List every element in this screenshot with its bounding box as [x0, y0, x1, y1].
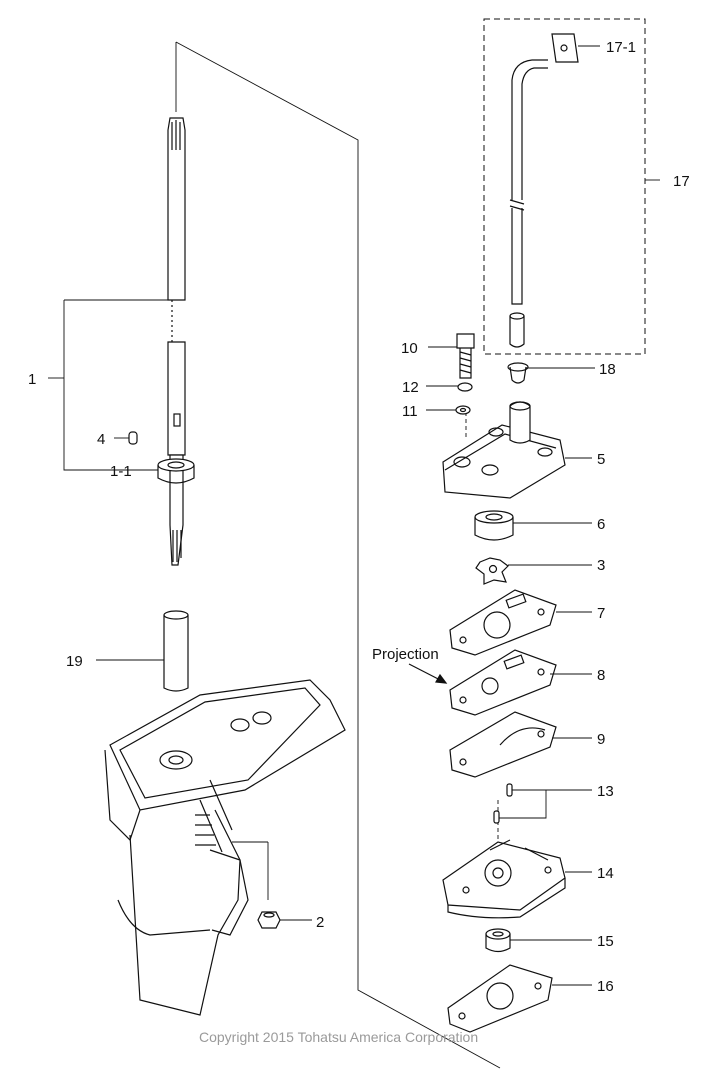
oil-seal — [485, 928, 511, 953]
callout-9: 9 — [597, 731, 606, 748]
callout-5: 5 — [597, 451, 606, 468]
callout-8: 8 — [597, 667, 606, 684]
callout-4: 4 — [97, 431, 106, 448]
gear-case-housing — [104, 679, 346, 1016]
projection-label: Projection — [372, 646, 439, 663]
tube-seal — [509, 312, 525, 348]
callout-6: 6 — [597, 516, 606, 533]
callout-1-1: 1-1 — [110, 463, 132, 480]
callout-15: 15 — [597, 933, 614, 950]
pump-plate — [449, 589, 557, 656]
pump-base — [442, 839, 566, 919]
copyright-footer: Copyright 2015 Tohatsu America Corporati… — [199, 1029, 479, 1045]
leader-lines — [48, 45, 660, 986]
callout-17-1: 17-1 — [606, 39, 637, 56]
collar-tube — [163, 610, 189, 692]
drain-nut — [257, 911, 281, 929]
spring-washer — [457, 382, 473, 392]
callout-3: 3 — [597, 557, 606, 574]
callout-13: 13 — [597, 783, 614, 800]
callout-1: 1 — [28, 371, 37, 388]
water-tube — [509, 59, 548, 305]
callout-16: 16 — [597, 978, 614, 995]
callout-19: 19 — [66, 653, 83, 670]
bushing — [507, 362, 529, 384]
pump-case — [442, 401, 566, 499]
dowel-pins — [493, 783, 513, 824]
callout-17: 17 — [673, 173, 690, 190]
impeller — [475, 557, 509, 585]
water-tube-kit-box — [483, 18, 646, 355]
callout-11: 11 — [402, 403, 418, 420]
pump-gasket-projection — [449, 649, 557, 716]
tube-grommet — [551, 33, 579, 63]
projection-arrow — [408, 663, 448, 684]
callout-2: 2 — [316, 914, 325, 931]
drive-shaft — [167, 117, 186, 566]
shaft-bearing — [157, 458, 195, 484]
callout-14: 14 — [597, 865, 614, 882]
lower-gasket — [447, 964, 553, 1033]
pump-gasket — [449, 711, 557, 778]
pump-liner — [474, 510, 514, 541]
pin — [128, 431, 138, 445]
assembly-guide-lines — [175, 41, 501, 1069]
callout-7: 7 — [597, 605, 606, 622]
plain-washer — [455, 405, 471, 415]
callout-10: 10 — [401, 340, 418, 357]
callout-12: 12 — [402, 379, 419, 396]
callout-18: 18 — [599, 361, 616, 378]
bolt — [456, 333, 475, 379]
